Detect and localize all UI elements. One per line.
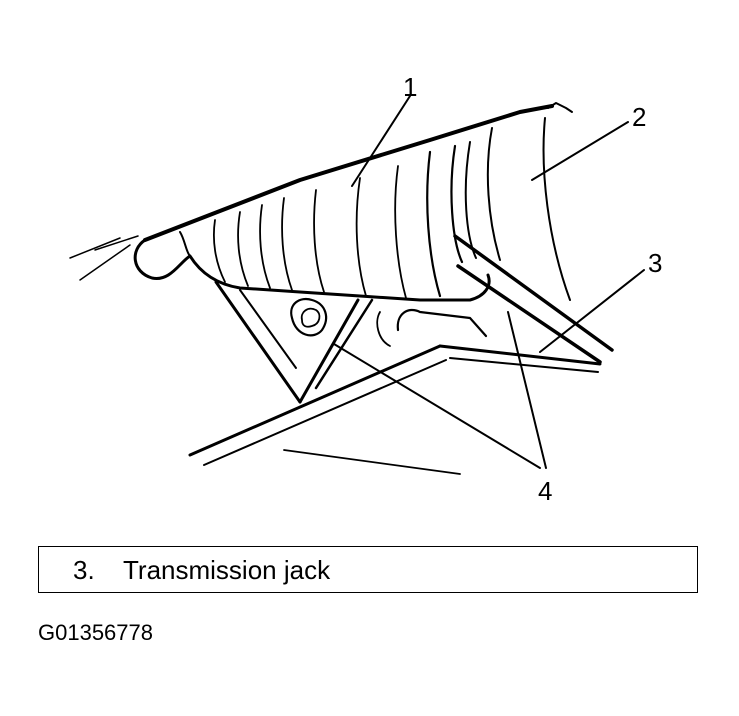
- transmission-jack-illustration: 1 2 3 4: [69, 72, 662, 506]
- callout-2: 2: [632, 102, 646, 132]
- legend-text: Transmission jack: [123, 555, 331, 585]
- leader-lines: [333, 95, 645, 469]
- callout-3: 3: [648, 248, 662, 278]
- legend-box: 3. Transmission jack: [38, 546, 698, 593]
- figure-id: G01356778: [38, 620, 153, 645]
- jack-saddle-pads: [290, 297, 488, 347]
- transmission-jack: [188, 234, 614, 475]
- vehicle-floor-line: [69, 102, 573, 281]
- legend-number: 3.: [73, 555, 95, 585]
- bell-housing: [486, 117, 571, 301]
- callout-1: 1: [403, 72, 417, 102]
- callout-4: 4: [538, 476, 552, 506]
- transmission-body: [133, 141, 491, 302]
